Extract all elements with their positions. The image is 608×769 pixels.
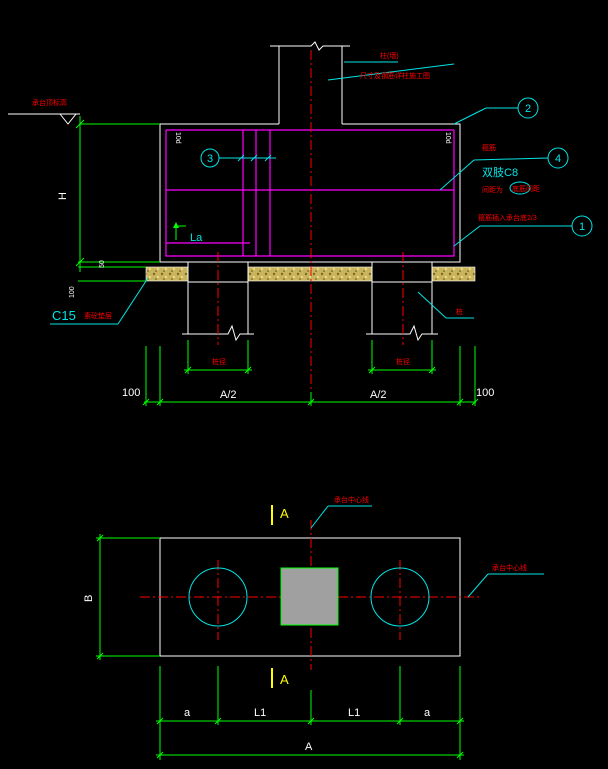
dim-l1-left: L1 — [254, 707, 266, 719]
callout-3: 3 — [200, 148, 276, 168]
pad-note: 素砼垫层 — [84, 311, 112, 320]
plan-view: A A 承台中心线 承台中心线 B — [83, 495, 544, 760]
stirrup-label: 箍筋 — [482, 143, 496, 152]
callout-4-text: 4 — [555, 153, 561, 165]
plan-pile-left — [188, 567, 248, 627]
dim-a2-right: A/2 — [370, 389, 387, 401]
elevation-label: 承台顶标高 — [32, 98, 67, 107]
pile-label: 桩 — [456, 307, 463, 316]
dim-left-100: 100 — [122, 387, 140, 399]
callout-2-text: 2 — [525, 103, 531, 115]
spacing-note: 间距为 — [482, 185, 503, 194]
section-bottom-dims — [142, 346, 479, 406]
center-note-right-text: 承台中心线 — [492, 563, 527, 572]
dim-b-line — [96, 534, 160, 660]
dim-b: B — [83, 595, 95, 602]
callout-1-text: 1 — [579, 221, 585, 233]
pile-dia-right: 桩径 — [396, 357, 410, 366]
anchor-label: La — [190, 232, 203, 244]
section-mark-bottom: A — [280, 672, 289, 687]
dim-total: A — [305, 741, 313, 753]
dim-right-100: 100 — [476, 387, 494, 399]
stirrup-spec: 双肢C8 — [482, 165, 518, 179]
anchor-marker: La — [173, 222, 203, 244]
section-view: 承台顶标高 H 50 100 C15 素砼垫层 柱(墙) 尺寸及钢筋详柱施工图 — [8, 41, 593, 406]
plan-bottom-dims — [156, 666, 464, 760]
pile-dia-left: 桩径 — [212, 357, 226, 366]
height-label: H — [57, 192, 69, 200]
elevation-marker: 承台顶标高 — [8, 98, 160, 125]
pile-callout: 桩 — [417, 291, 474, 319]
spacing-value: 底筋间距 — [512, 184, 540, 193]
callout-2: 2 — [453, 97, 539, 125]
bottom-note: 箍筋插入承台底2/3 — [478, 213, 537, 222]
dim-a2-left: A/2 — [220, 389, 237, 401]
center-note-top: 承台中心线 — [310, 495, 372, 529]
height-dimension — [75, 116, 160, 282]
pile-diameter-dims — [184, 340, 436, 374]
section-mark-top: A — [280, 506, 289, 521]
center-note-top-text: 承台中心线 — [334, 495, 369, 504]
callout-4: 4 箍筋 双肢C8 间距为 底筋间距 — [439, 143, 569, 195]
column-label: 柱(墙) — [380, 51, 399, 60]
pad-label: C15 — [52, 308, 76, 323]
column-note: 尺寸及钢筋详柱施工图 — [360, 71, 430, 80]
dim-a-right: a — [424, 707, 431, 719]
callout-3-text: 3 — [207, 153, 213, 165]
rebar-label-left: 10d — [174, 132, 181, 144]
plan-column — [280, 567, 339, 626]
dim-a-left: a — [184, 707, 191, 719]
dim-100-label: 100 — [69, 286, 76, 298]
dim-50-label: 50 — [99, 260, 106, 268]
column — [270, 41, 350, 124]
centerlines — [217, 50, 404, 392]
rebar-label-right: 10d — [444, 132, 451, 144]
column-callout: 柱(墙) 尺寸及钢筋详柱施工图 — [327, 51, 455, 81]
pad-callout: C15 素砼垫层 — [50, 277, 149, 325]
plan-pile-right — [370, 567, 430, 627]
pile-cap — [159, 123, 461, 263]
callout-1: 1 箍筋插入承台底2/3 — [453, 213, 593, 247]
dim-l1-right: L1 — [348, 707, 360, 719]
rebar — [165, 129, 455, 257]
center-note-right: 承台中心线 — [467, 563, 544, 598]
